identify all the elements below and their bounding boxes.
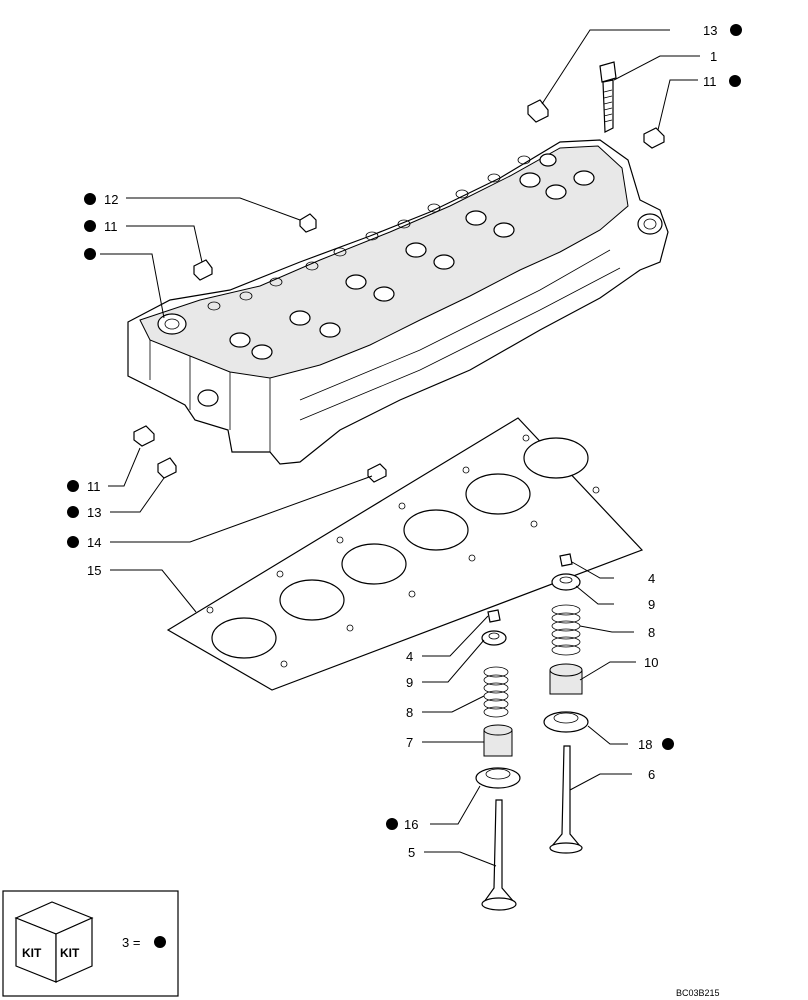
kit-marker-icon: [730, 24, 742, 36]
kit-marker-icon: [84, 193, 96, 205]
dowel-13-top: [527, 99, 549, 123]
callout-7: 7: [406, 735, 413, 750]
callout-15: 15: [87, 563, 101, 578]
callout-labels: 13 1 11 12 11 11 13 14 15 4 9 8 10 18 6 …: [67, 23, 742, 860]
kit-marker-icon: [386, 818, 398, 830]
leader-lines: [100, 29, 700, 867]
callout-4-right: 4: [648, 571, 655, 586]
callout-16: 16: [404, 817, 418, 832]
keeper-4-left: [487, 609, 501, 623]
seat-18: [543, 711, 589, 733]
dowel-11-top: [643, 127, 665, 149]
valve-6: [550, 745, 582, 847]
valve-pockets: [157, 153, 595, 360]
kit-label-left: KIT: [22, 946, 42, 960]
kit-marker-icon: [662, 738, 674, 750]
spring-8-right: [551, 604, 581, 656]
cube-kit-icon: KIT KIT: [14, 901, 94, 983]
kit-marker-icon: [67, 536, 79, 548]
dowel-13-mid: [157, 457, 177, 479]
head-gasket: [166, 417, 644, 691]
valve-5: [482, 799, 516, 903]
valve-train-left: [475, 609, 521, 911]
callout-10: 10: [644, 655, 658, 670]
spring-8-left: [483, 666, 509, 718]
callout-11-top: 11: [703, 74, 717, 89]
callout-9-left: 9: [406, 675, 413, 690]
kit-marker-icon: [84, 220, 96, 232]
callout-13-mid: 13: [87, 505, 101, 520]
kit-marker-icon: [67, 506, 79, 518]
kit-marker-icon: [729, 75, 741, 87]
dowel-11-left: [193, 259, 213, 281]
valve-train-right: [543, 553, 589, 854]
callout-8-right: 8: [648, 625, 655, 640]
keeper-4-right: [559, 553, 573, 567]
gasket-holes: [206, 434, 600, 668]
callout-14: 14: [87, 535, 101, 550]
drawing-reference: BC03B215: [676, 988, 720, 998]
retainer-9-right: [551, 573, 581, 591]
kit-marker-icon: [67, 480, 79, 492]
callout-18: 18: [638, 737, 652, 752]
callout-9-right: 9: [648, 597, 655, 612]
kit-marker-icon: [84, 248, 96, 260]
callout-12: 12: [104, 192, 118, 207]
callout-1: 1: [710, 49, 717, 64]
dowel-11-mid: [133, 425, 155, 447]
callout-8-left: 8: [406, 705, 413, 720]
bolt-1: [599, 61, 617, 133]
callout-11-left: 11: [104, 219, 118, 234]
kit-marker-icon: [154, 936, 166, 948]
head-bolt-holes: [207, 155, 531, 311]
kit-legend-box: KIT KIT 3 =: [2, 890, 179, 997]
callout-5: 5: [408, 845, 415, 860]
cylinder-head: [127, 139, 669, 465]
callout-13-top: 13: [703, 23, 717, 38]
dowel-14: [367, 463, 387, 483]
callout-6: 6: [648, 767, 655, 782]
dowel-12: [299, 213, 317, 233]
callout-4-left: 4: [406, 649, 413, 664]
retainer-9-left: [481, 630, 507, 646]
kit-equation: 3 =: [122, 935, 140, 950]
seat-16: [475, 767, 521, 789]
callout-11-mid: 11: [87, 479, 101, 494]
kit-label-right: KIT: [60, 946, 80, 960]
